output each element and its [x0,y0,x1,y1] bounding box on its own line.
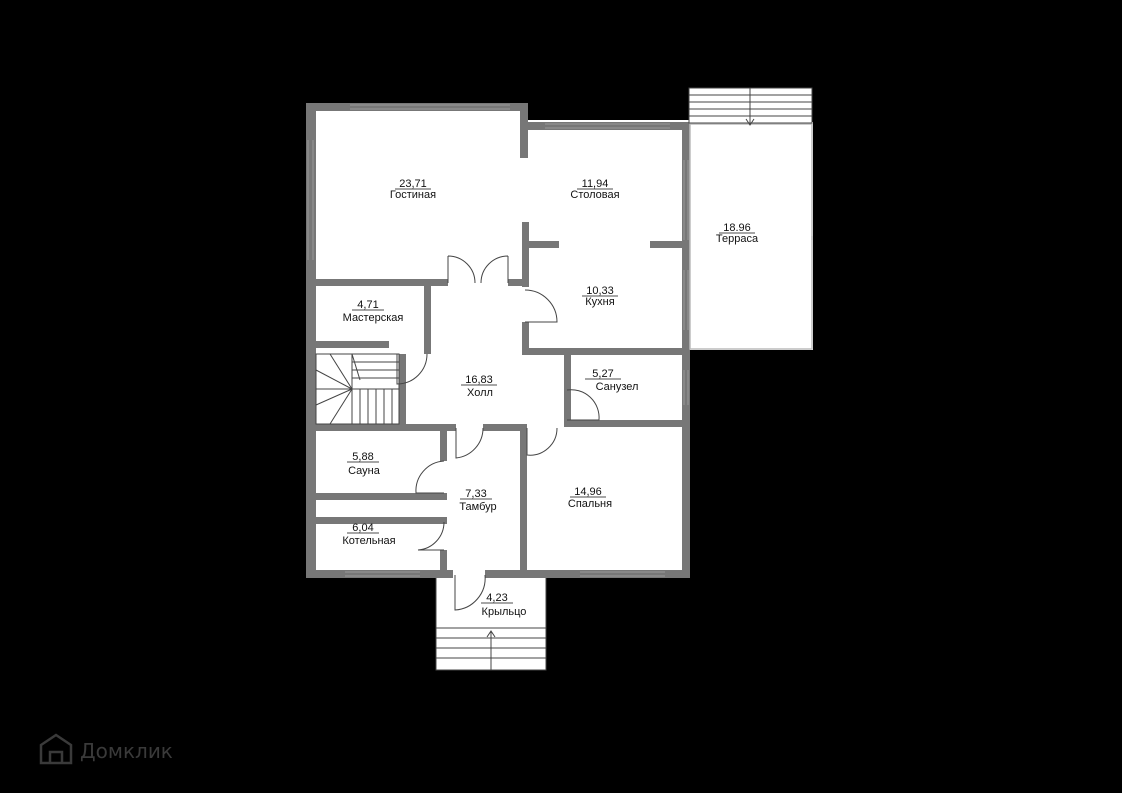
room-area: 5,27 [592,368,613,380]
room-name: Крыльцо [482,606,527,618]
room-label-spalnya: 14,96 Спальня [568,486,612,510]
porch-steps [435,627,547,671]
room-label-masterskaya: 4,71 Мастерская [343,299,404,324]
terrace-steps [688,87,813,126]
room-name: Сауна [348,465,381,477]
room-label-stolovaya: 11,94 Столовая [570,178,619,201]
room-name: Котельная [342,535,395,547]
room-area: 4,71 [357,299,378,311]
room-labels: 23,71 Гостиная 11,94 Столовая 18.96 Терр… [342,178,759,618]
room-label-terrasa: 18.96 Терраса [716,222,759,245]
room-area: 16,83 [465,374,493,386]
porch-outline [435,578,547,628]
room-area: 14,96 [574,486,602,498]
room-label-kuhnya: 10,33 Кухня [582,285,618,308]
staircase [315,353,400,425]
room-area: 18.96 [723,222,751,234]
room-name: Гостиная [390,189,436,201]
room-name: Кухня [585,296,614,308]
room-name: Спальня [568,498,612,510]
room-label-gostinaya: 23,71 Гостиная [390,178,436,201]
room-label-kotelnaya: 6,04 Котельная [342,522,395,547]
room-label-sanuzel: 5,27 Санузел [585,368,638,393]
room-area: 7,33 [465,488,486,500]
room-name: Санузел [596,381,639,393]
room-name: Терраса [716,233,759,245]
doors [396,255,600,611]
room-label-holl: 16,83 Холл [461,374,497,399]
windows [307,104,689,577]
watermark: Домклик [39,733,173,765]
domclick-logo-icon [39,733,73,765]
room-area: 23,71 [399,178,427,190]
room-area: 5,88 [352,451,373,463]
room-area: 4,23 [486,592,507,604]
room-area: 10,33 [586,285,614,297]
room-label-sauna: 5,88 Сауна [347,451,381,477]
room-area: 11,94 [582,178,609,190]
room-name: Мастерская [343,312,404,324]
watermark-text: Домклик [80,739,173,763]
room-area: 6,04 [352,522,373,534]
room-label-tambur: 7,33 Тамбур [459,488,496,513]
room-name: Холл [467,387,493,399]
room-name: Столовая [570,189,619,201]
room-name: Тамбур [459,501,496,513]
room-label-krylco: 4,23 Крыльцо [481,592,526,618]
walls [306,103,690,578]
